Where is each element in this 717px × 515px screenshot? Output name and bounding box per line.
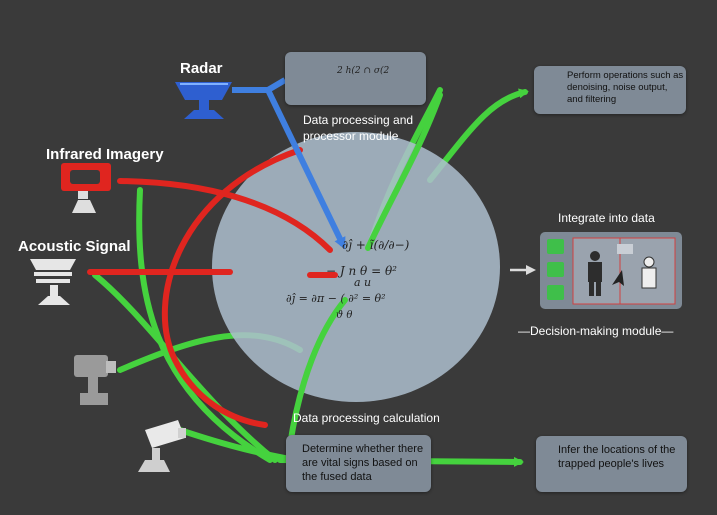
- infrared-label: Infrared Imagery: [46, 146, 164, 163]
- locations-box: Infer the locations of the trapped peopl…: [536, 436, 687, 492]
- integrate-label: Integrate into data: [558, 211, 655, 225]
- vital-signs-text: Determine whether there are vital signs …: [302, 443, 424, 483]
- red-arrows: [87, 147, 338, 428]
- fusion-circle: [212, 132, 500, 402]
- formula-box: 2 h(2 ∩ σ(2: [285, 52, 426, 105]
- formula-line-4: ∂ĵ = ∂π − ( ∂² = θ²: [286, 292, 386, 305]
- radar-connector: [266, 77, 287, 93]
- formula-line-1: ∂ĵ + ĩ(∂/∂−): [342, 238, 410, 252]
- processor-module-title: Data processing and processor module: [303, 113, 414, 143]
- acoustic-icon: [30, 259, 76, 305]
- acoustic-label: Acoustic Signal: [18, 238, 131, 255]
- decision-panel: [540, 232, 682, 309]
- camera-icon: [74, 355, 116, 405]
- radar-icon: [175, 82, 232, 119]
- denoise-text: Perform operations such as denoising, no…: [567, 70, 684, 105]
- radar-label: Radar: [180, 60, 223, 77]
- formula-line-5: ϑ θ: [336, 310, 353, 321]
- security-camera-icon: [138, 420, 186, 472]
- vital-signs-box: Determine whether there are vital signs …: [286, 435, 431, 492]
- formula-small: 2 h(2 ∩ σ(2: [337, 66, 390, 76]
- infrared-icon: [61, 163, 111, 213]
- formula-line-2: − J n θ = θ²: [326, 264, 397, 278]
- denoise-box: Perform operations such as denoising, no…: [534, 66, 686, 114]
- formula-line-3: a u: [354, 276, 372, 289]
- locations-text: Infer the locations of the trapped peopl…: [558, 444, 676, 470]
- calculation-label: Data processing calculation: [293, 411, 440, 425]
- decision-module-label: —Decision-making module—: [518, 324, 674, 338]
